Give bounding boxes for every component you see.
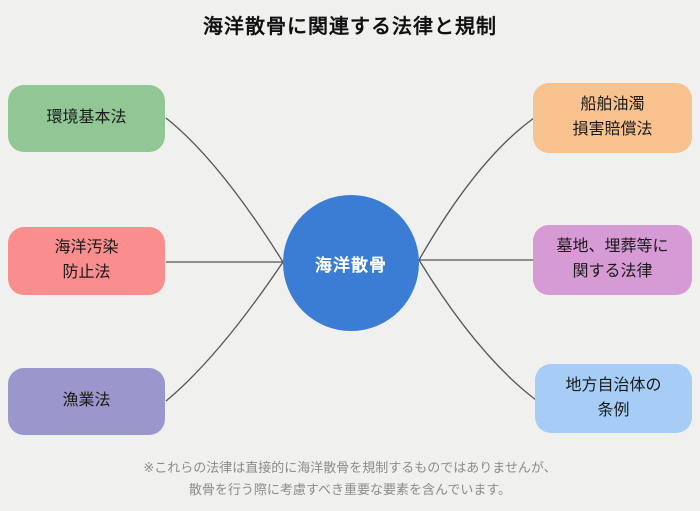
node-label: 海洋汚染 防止法 — [54, 239, 119, 281]
node-ship-oil-pollution-damage-law: 船舶油濁 損害賠償法 — [533, 83, 692, 153]
node-fishery-law: 漁業法 — [8, 368, 165, 435]
footnote-line-2: 散骨を行う際に考慮すべき重要な要素を含んでいます。 — [188, 482, 512, 498]
node-local-government-ordinance: 地方自治体の 条例 — [535, 364, 692, 433]
connector-top-left — [165, 117, 284, 263]
footnote: ※これらの法律は直接的に海洋散骨を規制するものではありませんが、 散骨を行う際に… — [0, 457, 700, 503]
node-label: 船舶油濁 損害賠償法 — [572, 96, 653, 138]
node-graveyard-burial-law: 墓地、埋葬等に 関する法律 — [533, 225, 692, 295]
node-marine-pollution-prevention-law: 海洋汚染 防止法 — [8, 227, 165, 295]
connector-top-right — [418, 117, 535, 261]
node-label: 地方自治体の 条例 — [565, 376, 662, 419]
node-label: 漁業法 — [62, 392, 111, 410]
node-label: 環境基本法 — [46, 109, 127, 127]
footnote-line-1: ※これらの法律は直接的に海洋散骨を規制するものではありませんが、 — [143, 459, 557, 475]
node-environment-basic-law: 環境基本法 — [8, 85, 165, 152]
connector-bottom-right — [418, 259, 537, 401]
connector-bottom-left — [165, 261, 284, 402]
center-node-label: 海洋散骨 — [315, 255, 387, 275]
center-node-ocean-ash-scattering: 海洋散骨 — [283, 195, 419, 331]
node-label: 墓地、埋葬等に 関する法律 — [556, 238, 669, 280]
diagram-title: 海洋散骨に関連する法律と規制 — [203, 16, 497, 38]
